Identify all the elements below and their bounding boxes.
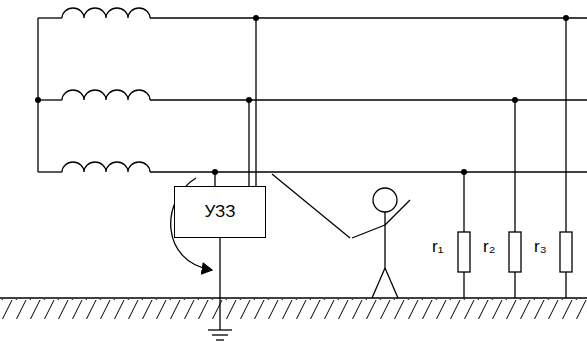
device-label: УЗЗ bbox=[205, 202, 236, 222]
resistance-label: r₃ bbox=[534, 238, 547, 255]
device-box: УЗЗ bbox=[174, 186, 266, 238]
resistance-label: r₁ bbox=[432, 238, 443, 255]
resistance-label: r₂ bbox=[483, 238, 495, 255]
